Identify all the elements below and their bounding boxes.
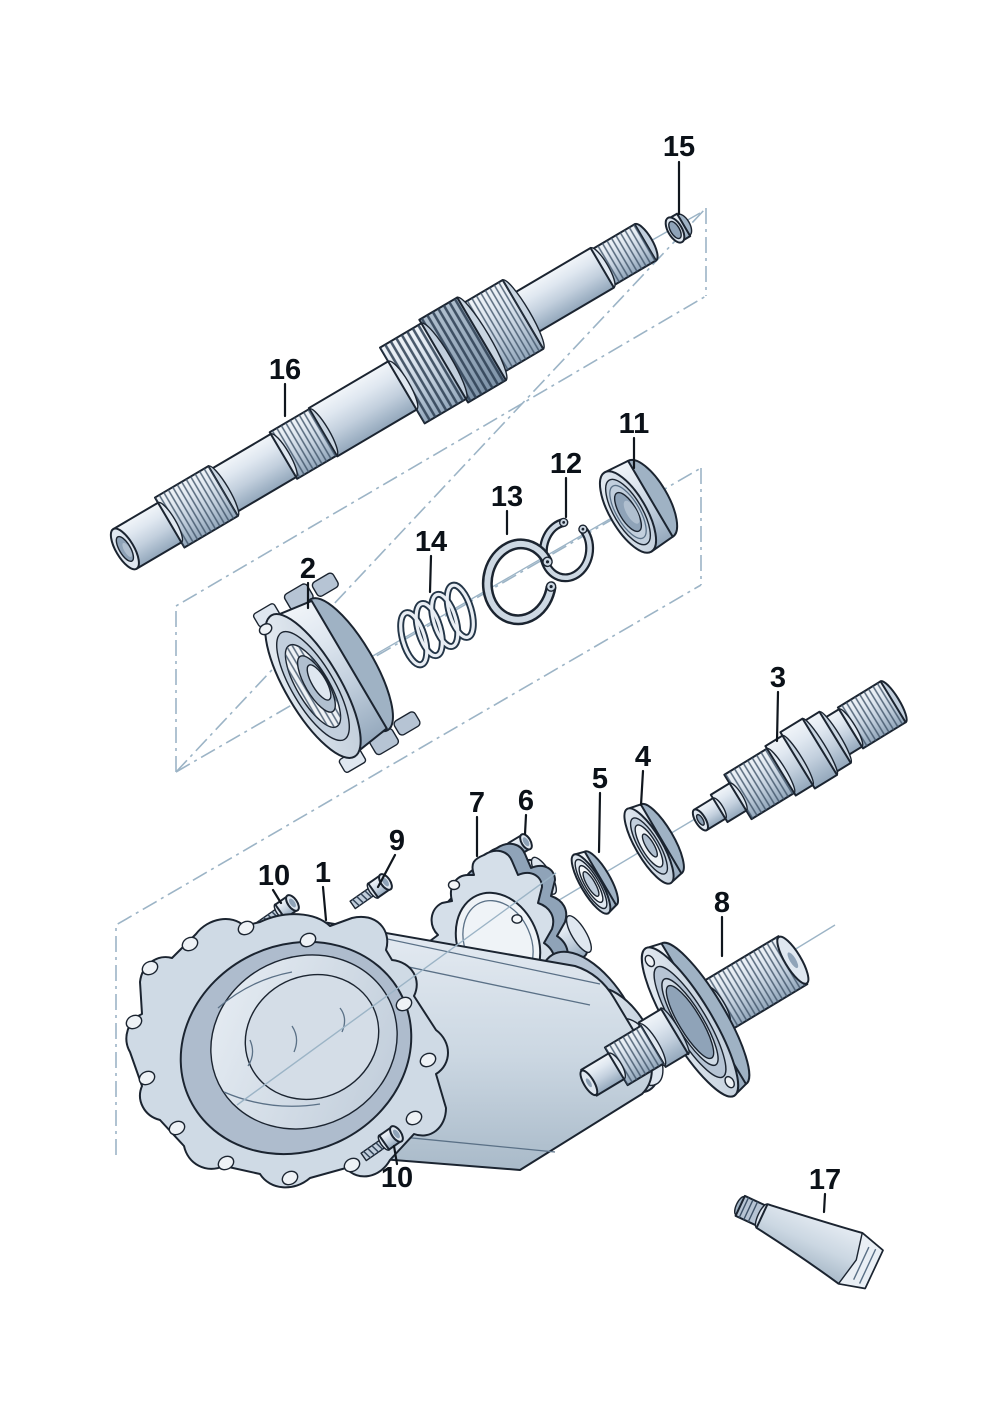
assembly-group-box-upper [175, 207, 707, 773]
callout-13[interactable]: 13 [491, 481, 523, 513]
part-1-housing[interactable] [124, 872, 675, 1192]
part-8-output-flange[interactable] [540, 882, 844, 1159]
callout-17[interactable]: 17 [809, 1164, 841, 1196]
part-11-ball-bearing[interactable] [589, 451, 688, 561]
part-14-coil-spring[interactable] [384, 578, 489, 673]
part-16-main-shaft[interactable] [93, 197, 676, 594]
callout-4[interactable]: 4 [635, 741, 651, 773]
callout-6[interactable]: 6 [518, 785, 534, 817]
part-13-snap-ring-large[interactable] [481, 538, 561, 626]
callout-5[interactable]: 5 [592, 763, 608, 795]
part-9-screw[interactable] [348, 872, 395, 912]
part-15-bushing-cap[interactable] [662, 210, 696, 246]
part-4-flanged-bushing[interactable] [616, 796, 693, 890]
callout-14[interactable]: 14 [415, 526, 447, 558]
callout-7[interactable]: 7 [469, 787, 485, 819]
part-17-sealant-tube[interactable] [724, 1180, 885, 1295]
callout-3[interactable]: 3 [770, 662, 786, 694]
part-5-seal-ring[interactable] [565, 845, 625, 919]
callout-10-upper[interactable]: 10 [258, 860, 290, 892]
part-2-clutch-drum-hub[interactable] [243, 568, 424, 780]
callout-15[interactable]: 15 [663, 131, 695, 163]
callout-10-lower[interactable]: 10 [381, 1162, 413, 1194]
callout-2[interactable]: 2 [300, 553, 316, 585]
callout-1[interactable]: 1 [315, 857, 331, 889]
leader-lines [271, 160, 827, 1214]
callout-12[interactable]: 12 [550, 448, 582, 480]
callout-9[interactable]: 9 [389, 825, 405, 857]
callout-11[interactable]: 11 [619, 408, 650, 440]
callout-8[interactable]: 8 [714, 887, 730, 919]
part-12-snap-ring-small[interactable] [538, 516, 595, 583]
callout-labels: 15 16 11 12 13 14 2 3 4 5 6 7 9 10 1 8 1… [258, 131, 841, 1196]
part-3-stub-shaft[interactable] [679, 671, 916, 851]
housing-bolt-holes [125, 920, 437, 1186]
part-10-screw-lower[interactable] [359, 1124, 406, 1164]
callout-16[interactable]: 16 [269, 354, 301, 386]
